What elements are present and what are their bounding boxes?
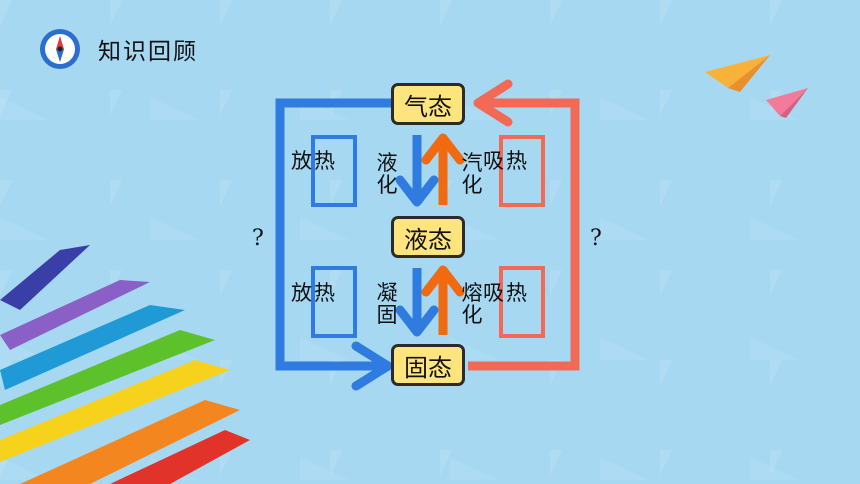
label-liquefaction: 液化 (376, 151, 398, 197)
orange-up-arrowhead-lower (421, 265, 465, 297)
red-outer-loop (468, 98, 580, 371)
label-heat-release-lower: 放热 (291, 281, 337, 305)
state-solid: 固态 (391, 344, 465, 386)
blank-box-left-upper (311, 135, 357, 207)
blank-box-left-lower (311, 266, 357, 338)
blue-down-arrowhead-lower (395, 305, 439, 337)
state-gas: 气态 (391, 83, 465, 125)
label-heat-absorb-lower: 吸热 (483, 281, 529, 305)
paint-stroke-decoration (0, 245, 250, 484)
compass-icon (40, 29, 80, 69)
blank-box-right-lower (499, 266, 545, 338)
blue-down-arrowhead-upper (395, 175, 439, 207)
label-solidification: 凝固 (376, 281, 398, 327)
label-heat-release-upper: 放热 (291, 149, 337, 173)
paper-planes-decoration (705, 55, 808, 118)
header: 知识回顾 (38, 26, 198, 72)
question-mark-left: ? (252, 226, 264, 251)
red-outer-arrowhead (473, 79, 513, 127)
question-mark-right: ? (590, 226, 602, 251)
blue-outer-arrowhead (351, 341, 393, 391)
page-title: 知识回顾 (98, 39, 198, 65)
orange-up-arrowhead-upper (421, 133, 465, 165)
label-heat-absorb-upper: 吸热 (483, 149, 529, 173)
label-melting: 熔化 (461, 281, 483, 327)
blue-outer-loop (275, 98, 392, 371)
blank-box-right-upper (499, 135, 545, 207)
state-liquid: 液态 (391, 216, 465, 258)
label-vaporization: 汽化 (461, 151, 483, 197)
